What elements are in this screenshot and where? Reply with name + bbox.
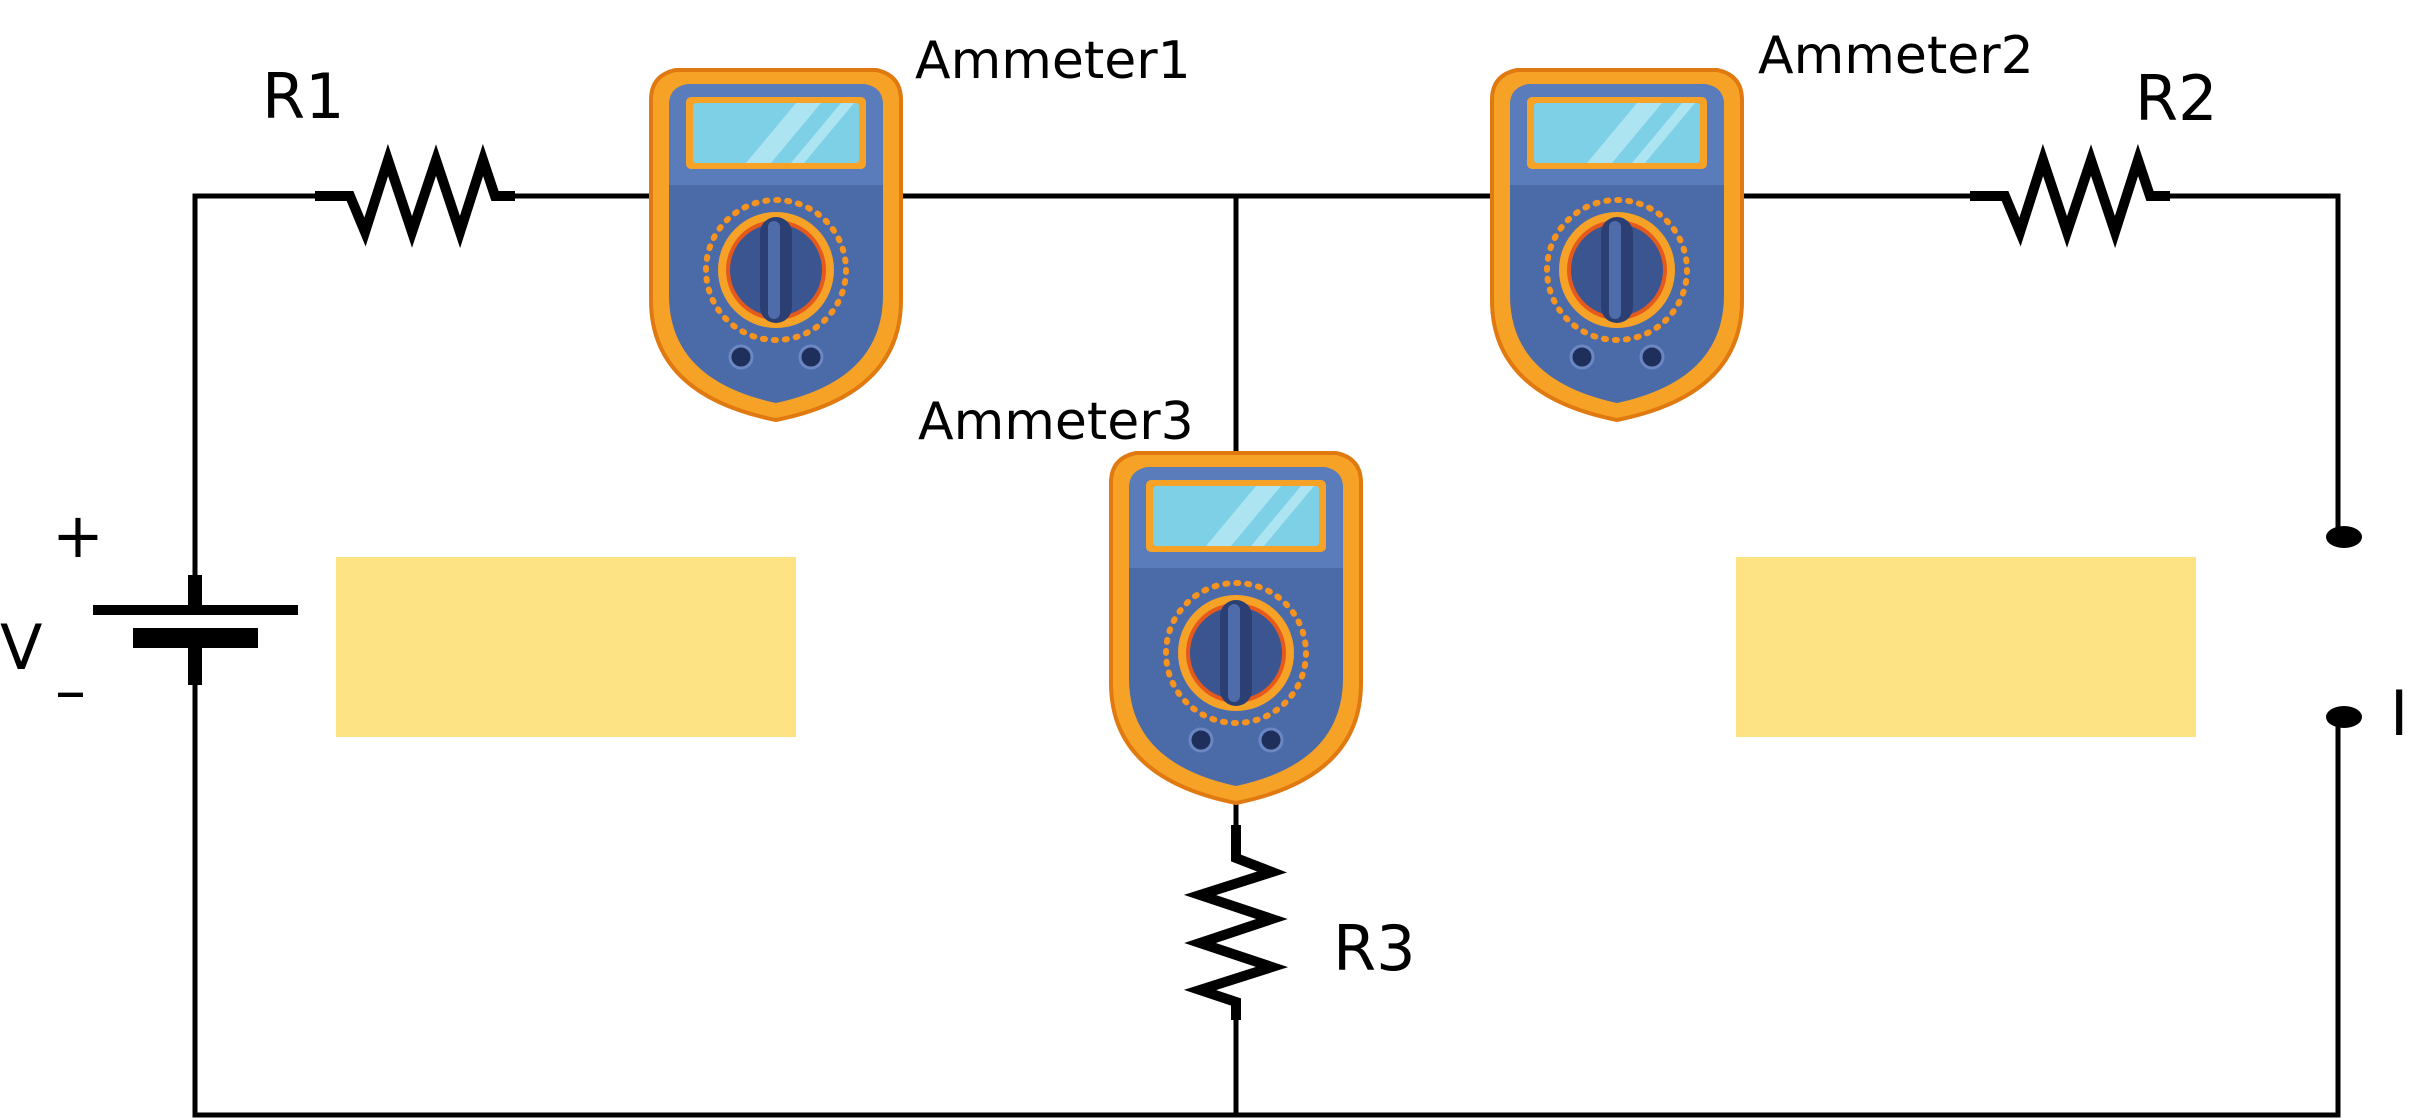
- battery-icon: [93, 575, 298, 685]
- resistor-icon: [315, 143, 515, 249]
- answer-box-right: [1736, 557, 2196, 737]
- battery-positive-label: +: [52, 499, 104, 572]
- r3-label: R3: [1333, 912, 1416, 985]
- resistor-icon: [1183, 825, 1289, 1020]
- resistor-icon: [1970, 143, 2170, 249]
- r1-label: R1: [262, 60, 345, 133]
- wire-bottom: [192, 640, 2341, 1118]
- ammeter2-label: Ammeter2: [1758, 26, 2034, 86]
- battery-negative-label: –: [55, 654, 86, 727]
- ammeter3-label: Ammeter3: [918, 392, 1194, 452]
- r2-label: R2: [2135, 62, 2218, 135]
- answer-box-left: [336, 557, 796, 737]
- ammeter-icon: [1492, 70, 1742, 420]
- wire-r2-right: [2170, 193, 2341, 535]
- terminal-label: I: [2390, 677, 2409, 750]
- terminal-icon: [2326, 526, 2362, 728]
- ammeter-icon: [1111, 453, 1361, 803]
- wire-left-top: [192, 193, 315, 580]
- battery-voltage-label: V: [0, 611, 43, 684]
- ammeter-icon: [651, 70, 901, 420]
- wires: [192, 193, 2341, 1118]
- ammeter1-label: Ammeter1: [915, 31, 1191, 91]
